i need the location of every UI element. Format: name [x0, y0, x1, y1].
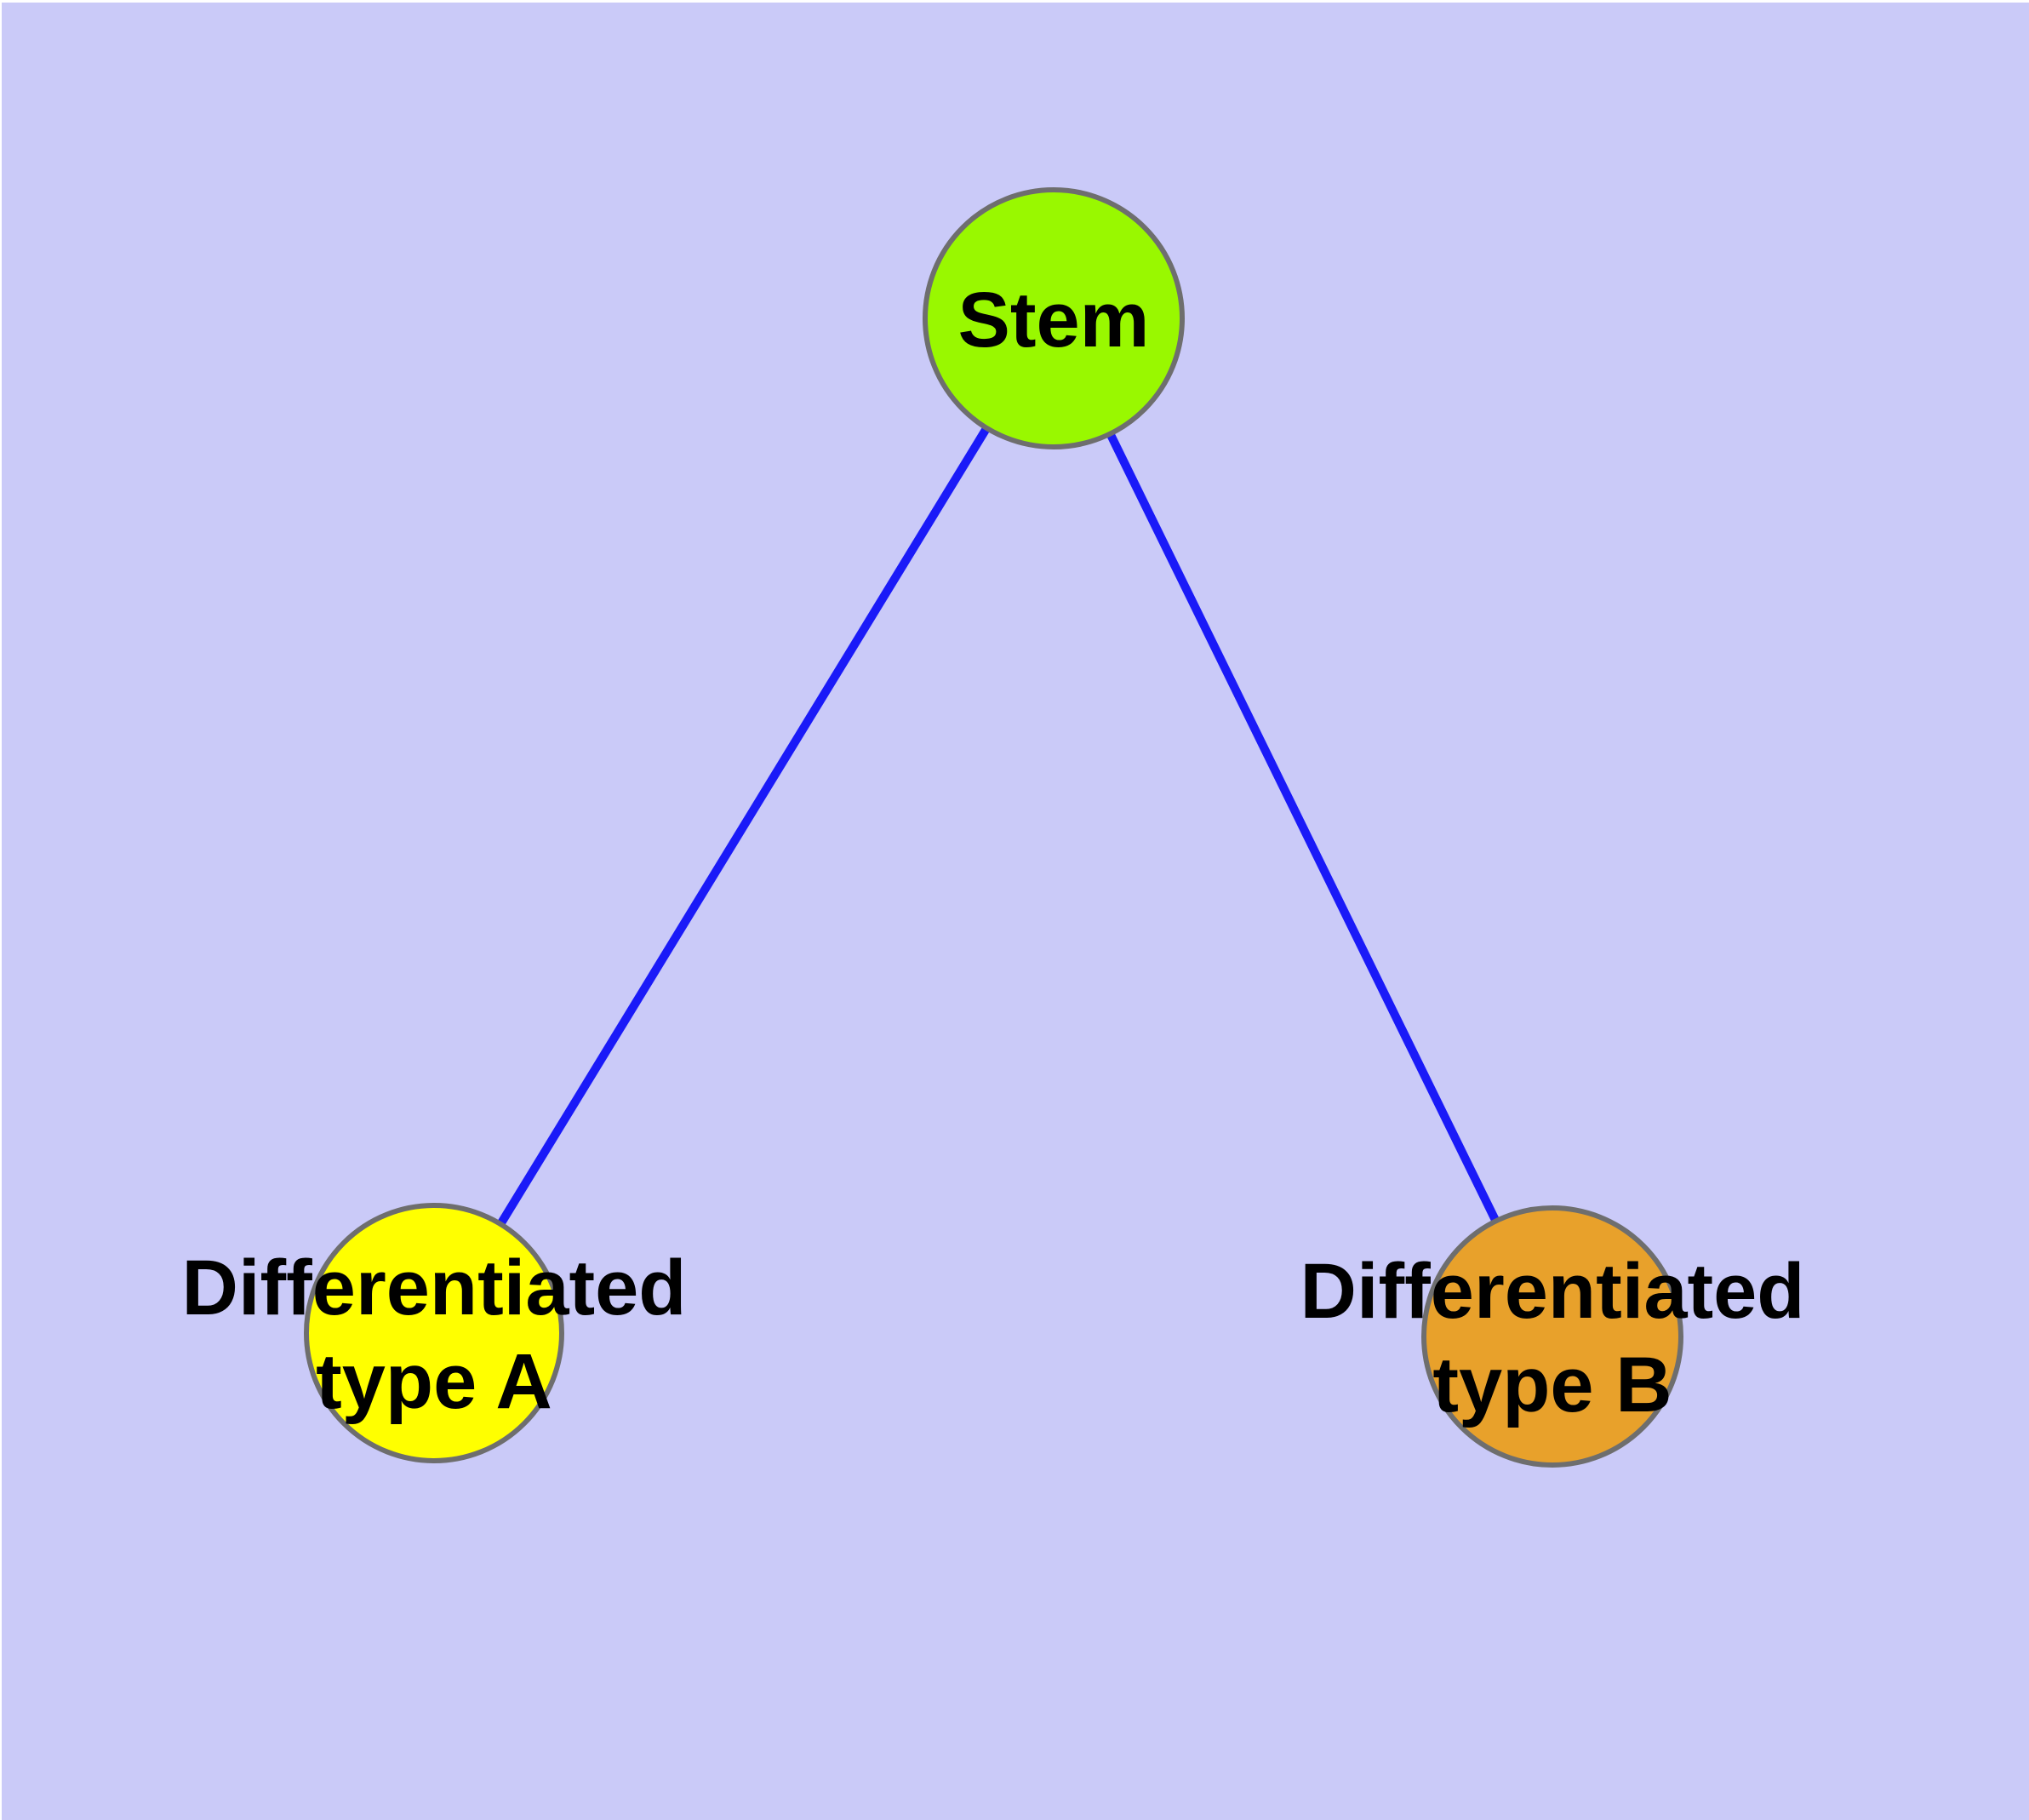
node-label-differentiated-type-a-line-1: Differentiated: [182, 1245, 687, 1331]
node-label-differentiated-type-b-line-1: Differentiated: [1300, 1248, 1805, 1335]
node-stem: [923, 187, 1185, 449]
edge-stem-to-differentiated-type-b: [1049, 316, 1557, 1339]
node-differentiated-type-b: [1421, 1205, 1683, 1468]
node-differentiated-type-a: [304, 1203, 564, 1463]
node-label-stem-line-1: Stem: [958, 277, 1150, 363]
edge-stem-to-differentiated-type-a: [430, 316, 1058, 1336]
node-label-differentiated-type-a-line-2: type A: [316, 1338, 552, 1425]
node-label-differentiated-type-b-line-2: type B: [1432, 1342, 1672, 1428]
